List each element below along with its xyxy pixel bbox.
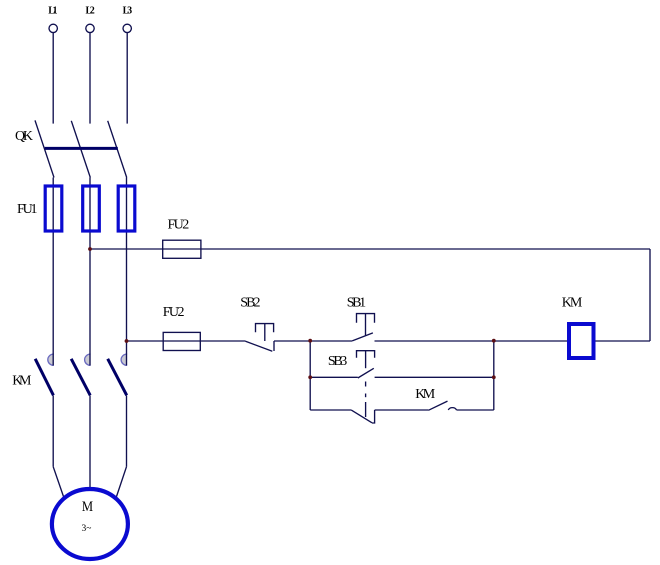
svg-text:M: M <box>82 499 93 515</box>
svg-text:KM: KM <box>12 374 32 389</box>
svg-text:SB3: SB3 <box>328 354 347 369</box>
svg-text:L1: L1 <box>48 6 57 17</box>
svg-text:QK: QK <box>15 129 33 144</box>
svg-text:L3: L3 <box>123 6 133 17</box>
svg-text:KM: KM <box>562 295 583 310</box>
svg-text:3~: 3~ <box>82 524 92 534</box>
svg-text:L2: L2 <box>86 6 95 17</box>
svg-text:KM: KM <box>415 387 436 402</box>
svg-text:FU2: FU2 <box>168 217 190 232</box>
svg-text:SB1: SB1 <box>347 295 366 310</box>
svg-text:FU2: FU2 <box>163 305 185 320</box>
svg-text:FU1: FU1 <box>17 202 38 217</box>
svg-text:SB2: SB2 <box>240 295 260 310</box>
